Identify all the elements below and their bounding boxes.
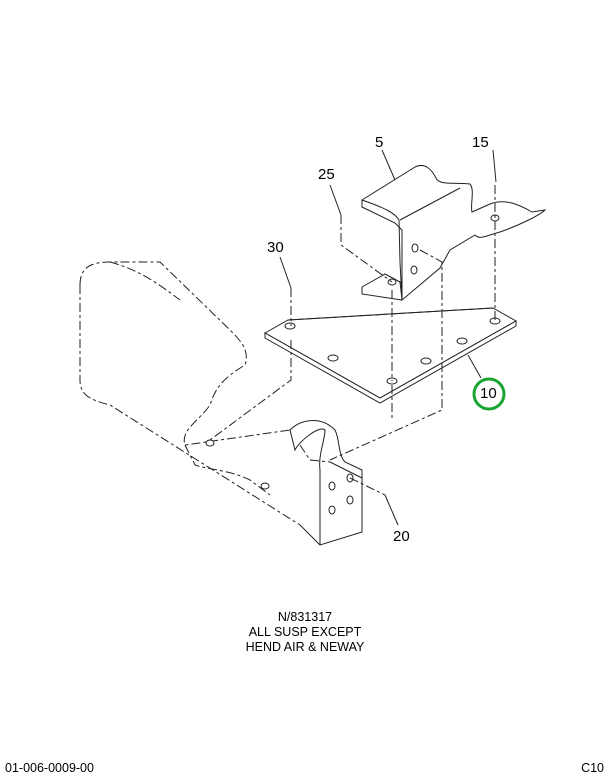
bracket-5 bbox=[360, 164, 547, 302]
frame-rail bbox=[79, 261, 321, 546]
callout-15[interactable]: 15 bbox=[472, 134, 489, 151]
callout-10[interactable]: 10 bbox=[480, 385, 497, 402]
note-line-1: N/831317 bbox=[277, 610, 333, 624]
bracket-20 bbox=[289, 420, 386, 546]
callout-20[interactable]: 20 bbox=[393, 528, 410, 545]
drawing-number: 01-006-0009-00 bbox=[5, 761, 94, 775]
callout-5[interactable]: 5 bbox=[375, 134, 384, 151]
leader-lines bbox=[279, 149, 497, 526]
note-line-3: HEND AIR & NEWAY bbox=[245, 640, 365, 654]
plate-10 bbox=[263, 307, 518, 404]
highlight-ring-10 bbox=[472, 377, 506, 411]
page-code: C10 bbox=[581, 761, 604, 775]
note-line-2: ALL SUSP EXCEPT bbox=[248, 625, 362, 639]
callout-25[interactable]: 25 bbox=[318, 166, 335, 183]
callout-30[interactable]: 30 bbox=[267, 239, 284, 256]
assembly-lines bbox=[209, 185, 496, 461]
